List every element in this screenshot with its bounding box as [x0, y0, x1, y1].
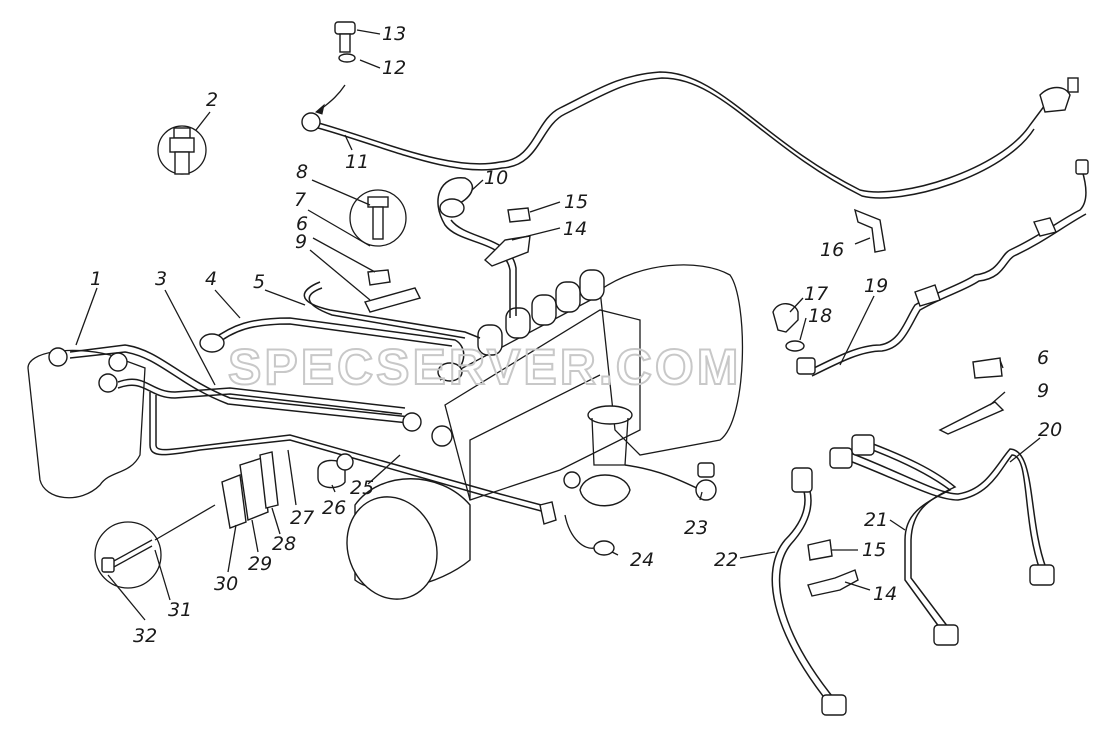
filter-drum	[346, 478, 471, 600]
callout-6-right: 6	[1037, 347, 1049, 369]
callout-15-upper: 15	[564, 191, 588, 213]
callout-28: 28	[272, 533, 296, 555]
callout-9-right: 9	[1037, 380, 1049, 402]
callout-30: 30	[214, 573, 238, 595]
injection-pump-body	[346, 264, 744, 600]
callout-3: 3	[155, 268, 167, 290]
callout-24: 24	[630, 549, 654, 571]
callout-10: 10	[484, 167, 508, 189]
callout-20: 20	[1038, 419, 1062, 441]
callout-12: 12	[382, 57, 406, 79]
callout-32: 32	[133, 625, 157, 647]
callout-6-upper: 6	[296, 213, 308, 235]
callout-18: 18	[808, 305, 832, 327]
callout-15-lower: 15	[862, 539, 886, 561]
callout-26: 26	[322, 497, 346, 519]
callout-19: 19	[864, 275, 888, 297]
callout-5: 5	[253, 271, 265, 293]
primer-pump	[563, 405, 633, 507]
callout-11: 11	[345, 151, 369, 173]
callout-13: 13	[382, 23, 406, 45]
callout-21: 21	[864, 509, 888, 531]
callout-1: 1	[90, 268, 102, 290]
callout-7: 7	[294, 189, 306, 211]
watermark-text: SPECSERVER.COM	[228, 339, 741, 395]
callout-23: 23	[684, 517, 708, 539]
callout-labels: 1 2 3 4 5 6 6 7 8 9 9 10 11 12 13 14 14 …	[90, 23, 1062, 647]
fine-filter-housing	[27, 347, 146, 499]
callout-27: 27	[290, 507, 314, 529]
callout-8: 8	[296, 161, 308, 183]
callout-14-upper: 14	[563, 218, 587, 240]
callout-4: 4	[205, 268, 217, 290]
callout-9-upper: 9	[295, 231, 307, 253]
callout-17: 17	[804, 283, 828, 305]
leader-lines	[75, 29, 1041, 621]
callout-2: 2	[206, 89, 218, 111]
pump-sections	[477, 269, 605, 356]
callout-31: 31	[168, 599, 192, 621]
callout-14-lower: 14	[873, 583, 897, 605]
callout-16: 16	[820, 239, 844, 261]
callout-25: 25	[350, 477, 374, 499]
callout-22: 22	[714, 549, 738, 571]
callout-29: 29	[248, 553, 272, 575]
fittings	[94, 21, 1089, 716]
fuel-pipes	[69, 71, 1087, 706]
